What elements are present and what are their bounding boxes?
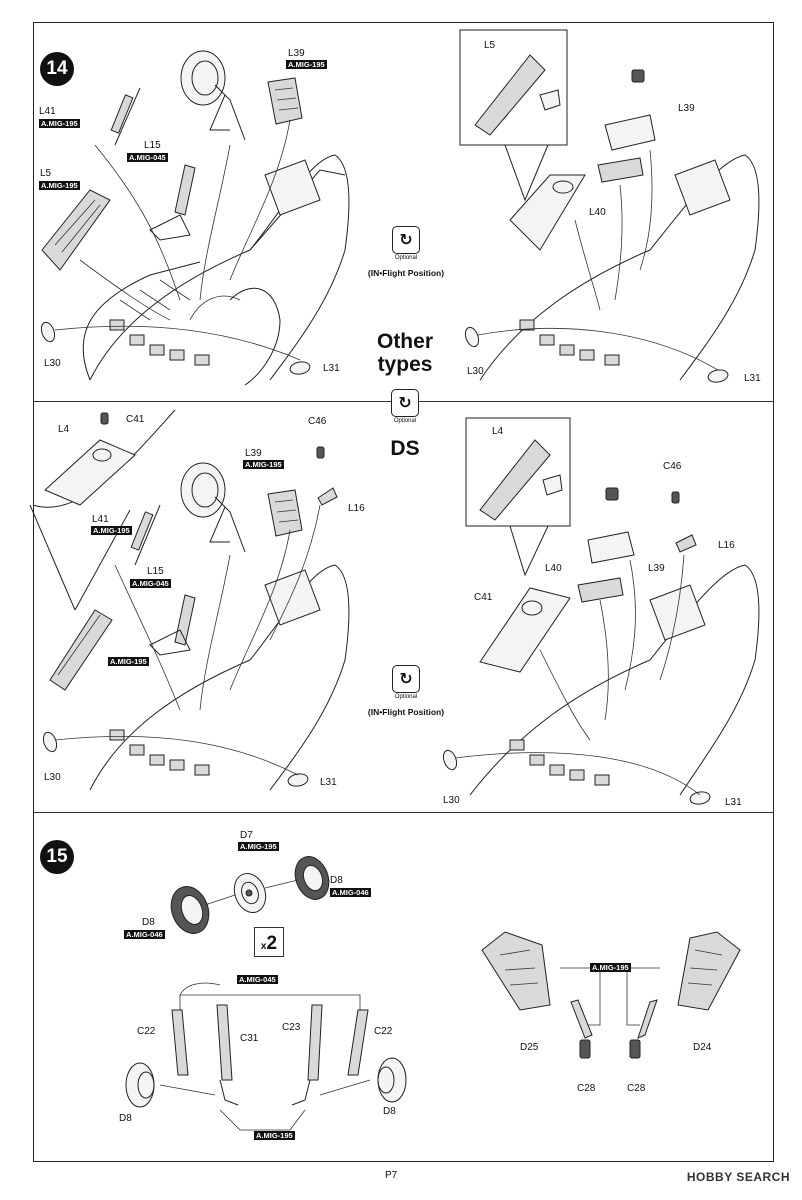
rotate-arrow-icon: ↻ [391,389,419,417]
part-label-L39: L39 [648,563,665,574]
ds-heading: DS [390,437,420,460]
part-label-L31: L31 [725,797,742,808]
part-label-D24: D24 [693,1042,712,1053]
part-label-D7: D7 [240,830,253,841]
fuselage-drawing-mid-left [29,409,350,791]
part-label-D25: D25 [520,1042,539,1053]
part-label-L15: L15 [147,566,164,577]
rotate-arrow-icon: ↻ [392,226,420,254]
part-label-L39: L39 [678,103,695,114]
part-label-C46: C46 [308,416,327,427]
part-label-L40: L40 [545,563,562,574]
multiplier-number: 2 [266,933,278,954]
part-label-L40: L40 [589,207,606,218]
part-label-C28: C28 [577,1083,596,1094]
page-frame [33,22,774,1162]
other-types-line1: Other [376,330,433,353]
paint-tag: A.MIG-195 [39,119,80,128]
hobby-search-watermark: HOBBY SEARCH [686,1170,790,1184]
part-label-L30: L30 [467,366,484,377]
part-label-L30: L30 [443,795,460,806]
part-label-L16: L16 [718,540,735,551]
part-label-L30: L30 [44,358,61,369]
part-label-L41: L41 [92,514,109,525]
paint-tag: A.MIG-195 [254,1131,295,1140]
optional-marker-divider: ↻ Optional [345,389,465,425]
part-label-L31: L31 [744,373,761,384]
divider-step15 [33,812,774,813]
part-label-C28: C28 [627,1083,646,1094]
part-label-C22: C22 [137,1026,156,1037]
part-label-D8: D8 [383,1106,396,1117]
part-label-L39: L39 [288,48,305,59]
part-label-L39: L39 [245,448,262,459]
part-label-L31: L31 [323,363,340,374]
paint-tag: A.MIG-046 [124,930,165,939]
part-label-L4: L4 [492,426,504,437]
paint-tag: A.MIG-195 [286,60,327,69]
fuselage-drawing-top-right [459,29,760,383]
optional-label: Optional [394,694,418,700]
other-types-heading: Other types [360,330,450,376]
paint-tag: A.MIG-195 [108,657,149,666]
paint-tag: A.MIG-195 [91,526,132,535]
part-label-C41: C41 [474,592,493,603]
optional-label: Optional [393,418,417,424]
fuselage-drawing-mid-right [442,417,760,805]
part-label-C41: C41 [126,414,145,425]
step-14-badge: 14 [40,52,74,86]
in-flight-position-label: (IN•Flight Position) [367,268,445,278]
part-label-D8: D8 [142,917,155,928]
page-number: P7 [385,1170,398,1181]
part-label-L16: L16 [348,503,365,514]
paint-tag: A.MIG-046 [330,888,371,897]
step-15-badge: 15 [40,840,74,874]
part-label-C31: C31 [240,1033,259,1044]
paint-tag: A.MIG-195 [238,842,279,851]
in-flight-position-label: (IN•Flight Position) [367,707,445,717]
part-label-C46: C46 [663,461,682,472]
paint-tag: A.MIG-195 [590,963,631,972]
paint-tag: A.MIG-045 [130,579,171,588]
part-label-L31: L31 [320,777,337,788]
fuselage-drawing-top-left [40,50,350,386]
landing-gear-drawing [125,856,741,1131]
paint-tag: A.MIG-195 [39,181,80,190]
optional-marker-top: ↻ Optional (IN•Flight Position) [346,226,466,278]
paint-tag: A.MIG-195 [243,460,284,469]
multiplier-x: x [260,941,267,952]
optional-label: Optional [394,255,418,261]
part-label-L5: L5 [40,168,52,179]
rotate-arrow-icon: ↻ [392,665,420,693]
part-label-C23: C23 [282,1022,301,1033]
part-label-L5: L5 [484,40,496,51]
part-label-L15: L15 [144,140,161,151]
part-label-L4: L4 [58,424,70,435]
paint-tag: A.MIG-045 [127,153,168,162]
part-label-L41: L41 [39,106,56,117]
paint-tag: A.MIG-045 [237,975,278,984]
part-label-D8: D8 [119,1113,132,1124]
optional-marker-mid: ↻ Optional (IN•Flight Position) [346,665,466,717]
part-label-C22: C22 [374,1026,393,1037]
other-types-line2: types [377,353,433,376]
part-label-L30: L30 [44,772,61,783]
part-label-D8: D8 [330,875,343,886]
